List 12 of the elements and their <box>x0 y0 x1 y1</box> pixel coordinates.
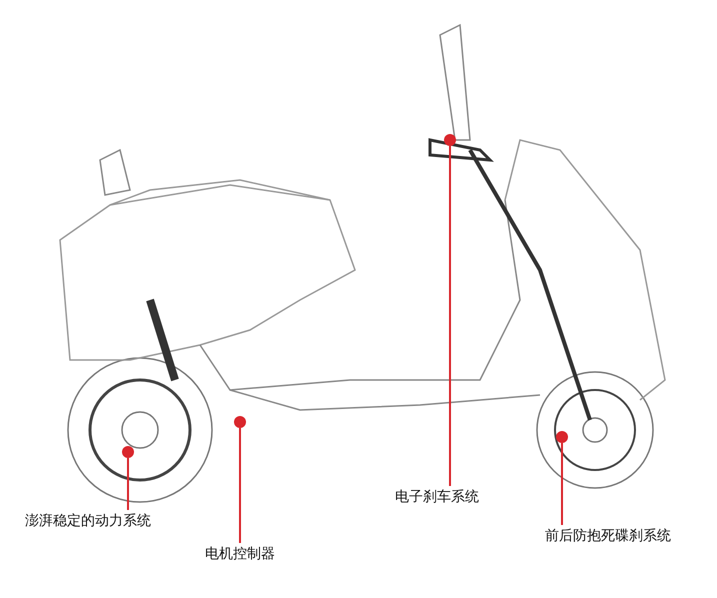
leader-line <box>239 428 241 543</box>
callout-label: 电子刹车系统 <box>395 488 479 506</box>
callout-label: 前后防抱死碟刹系统 <box>545 527 671 545</box>
leader-line <box>127 458 129 510</box>
marker-dot <box>444 134 456 146</box>
leader-line <box>449 146 451 486</box>
marker-dot <box>234 416 246 428</box>
leader-line <box>561 443 563 525</box>
marker-dot <box>556 431 568 443</box>
marker-dot <box>122 446 134 458</box>
callout-label: 澎湃稳定的动力系统 <box>25 512 151 530</box>
callout-label: 电机控制器 <box>205 545 275 563</box>
